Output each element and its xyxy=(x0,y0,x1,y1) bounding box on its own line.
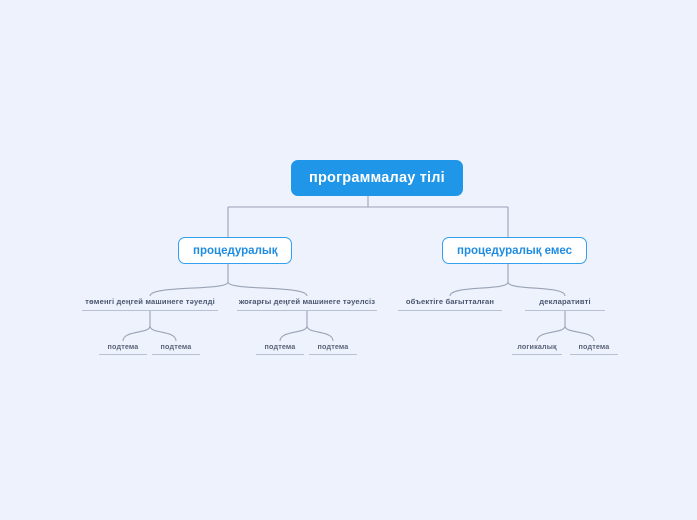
mindmap-leaf-high-level-1-label: подтема xyxy=(264,342,296,351)
mindmap-leaf-declarative-2[interactable]: подтема xyxy=(570,341,618,355)
mindmap-topic-high-level-label: жоғарғы деңгей машинеге тәуелсіз xyxy=(238,297,376,306)
connector-lowlevel-to-leaf-2 xyxy=(149,325,177,342)
mindmap-topic-low-level-label: төменгі деңгей машинеге тәуелді xyxy=(85,297,215,306)
connector-nonprocedural-to-declarative xyxy=(507,281,566,297)
connector-procedural-to-lowlevel xyxy=(149,281,229,297)
mindmap-root-node[interactable]: программалау тілі xyxy=(291,160,463,196)
connector-nonprocedural-to-oop xyxy=(449,281,509,297)
mindmap-topic-declarative[interactable]: декларативті xyxy=(525,296,605,311)
mindmap-topic-object-oriented[interactable]: объектіге бағытталған xyxy=(398,296,502,311)
connector-declarative-to-leaf-1 xyxy=(536,325,566,342)
connector-lowlevel-to-leaf-1 xyxy=(122,325,151,342)
mindmap-topic-declarative-label: декларативті xyxy=(539,297,591,306)
mindmap-leaf-low-level-2[interactable]: подтема xyxy=(152,341,200,355)
connector-highlevel-to-leaf-1 xyxy=(279,325,308,342)
connector-declarative-to-leaf-2 xyxy=(564,325,595,342)
mindmap-leaf-declarative-2-label: подтема xyxy=(578,342,610,351)
mindmap-leaf-low-level-1-label: подтема xyxy=(107,342,139,351)
connector-procedural-to-highlevel xyxy=(227,281,308,297)
mindmap-branch-nonprocedural-label: процедуралық емес xyxy=(457,244,573,257)
mindmap-branch-procedural-label: процедуралық xyxy=(193,244,278,257)
mindmap-topic-high-level[interactable]: жоғарғы деңгей машинеге тәуелсіз xyxy=(237,296,377,311)
mindmap-leaf-low-level-1[interactable]: подтема xyxy=(99,341,147,355)
mindmap-branch-nonprocedural[interactable]: процедуралық емес xyxy=(442,237,588,264)
mindmap-leaf-declarative-1-label: логикалық xyxy=(517,342,557,351)
mindmap-root-label: программалау тілі xyxy=(309,170,445,186)
mindmap-leaf-declarative-1[interactable]: логикалық xyxy=(512,341,562,355)
mindmap-leaf-high-level-2-label: подтема xyxy=(317,342,349,351)
connector-highlevel-to-leaf-2 xyxy=(306,325,334,342)
mindmap-topic-low-level[interactable]: төменгі деңгей машинеге тәуелді xyxy=(82,296,218,311)
mindmap-leaf-high-level-1[interactable]: подтема xyxy=(256,341,304,355)
mindmap-leaf-high-level-2[interactable]: подтема xyxy=(309,341,357,355)
mindmap-leaf-low-level-2-label: подтема xyxy=(160,342,192,351)
mindmap-branch-procedural[interactable]: процедуралық xyxy=(178,237,293,264)
mindmap-topic-object-oriented-label: объектіге бағытталған xyxy=(405,297,495,306)
